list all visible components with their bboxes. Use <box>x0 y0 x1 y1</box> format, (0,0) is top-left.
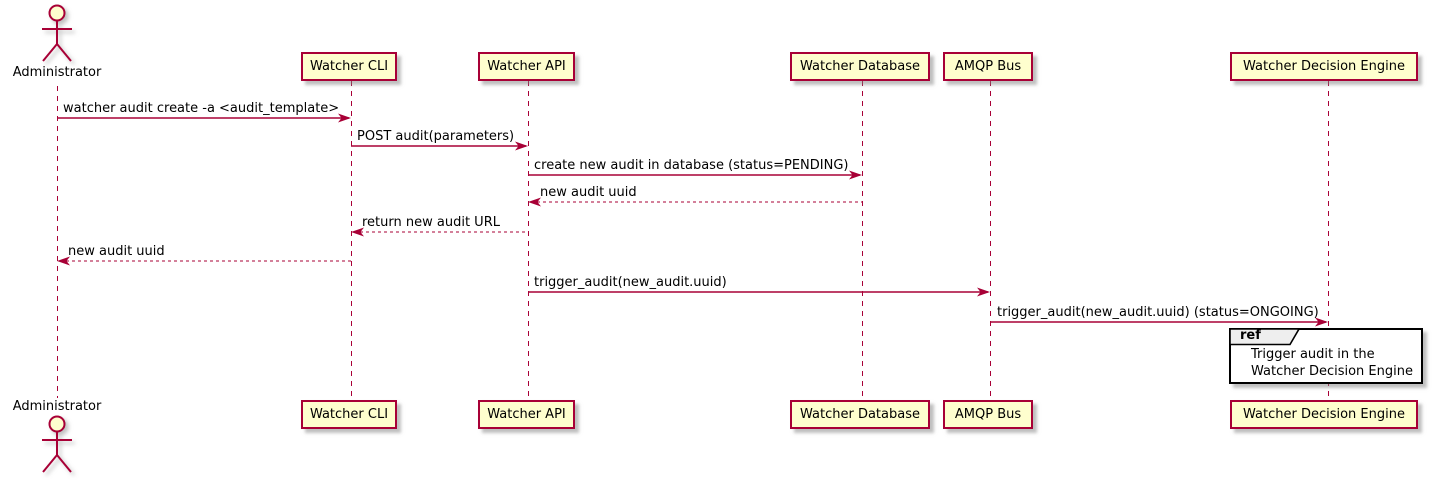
ref-tab: ref <box>1229 328 1301 346</box>
actor-icon-administrator-bottom <box>42 415 72 473</box>
ref-keyword: ref <box>1240 328 1261 343</box>
actor-icon-administrator-top <box>42 4 72 62</box>
actor-label-administrator-top: Administrator <box>12 65 102 80</box>
message-label-8: trigger_audit(new_audit.uuid) (status=ON… <box>997 305 1319 320</box>
participant-watcher-cli-top: Watcher CLI <box>301 52 397 81</box>
participant-watcher-decision-engine-bottom: Watcher Decision Engine <box>1230 400 1418 429</box>
participant-watcher-database-top: Watcher Database <box>790 52 930 81</box>
message-label-5: return new audit URL <box>362 215 500 230</box>
participant-watcher-api-top: Watcher API <box>478 52 575 81</box>
lifelines <box>57 81 1329 400</box>
message-label-6: new audit uuid <box>68 244 165 259</box>
arrowhead-msg-5 <box>351 227 364 237</box>
participant-watcher-database-bottom: Watcher Database <box>790 400 930 429</box>
message-label-3: create new audit in database (status=PEN… <box>534 158 849 173</box>
arrowhead-msg-1 <box>338 113 351 123</box>
participant-watcher-decision-engine-top: Watcher Decision Engine <box>1230 52 1418 81</box>
ref-frame: ref Trigger audit in the Watcher Decisio… <box>1229 328 1423 384</box>
arrowhead-msg-2 <box>515 141 528 151</box>
message-label-7: trigger_audit(new_audit.uuid) <box>534 275 727 290</box>
arrowhead-msg-4 <box>528 197 541 207</box>
message-label-2: POST audit(parameters) <box>357 129 515 144</box>
arrowhead-msg-7 <box>977 287 990 297</box>
actor-label-administrator-bottom: Administrator <box>12 399 102 414</box>
ref-text-line-2: Watcher Decision Engine <box>1251 364 1413 379</box>
participant-watcher-cli-bottom: Watcher CLI <box>301 400 397 429</box>
message-label-4: new audit uuid <box>540 185 637 200</box>
arrowhead-msg-8 <box>1315 317 1328 327</box>
message-label-1: watcher audit create -a <audit_template> <box>63 101 340 116</box>
participant-amqp-bus-bottom: AMQP Bus <box>943 400 1033 429</box>
arrowhead-msg-6 <box>57 256 70 266</box>
ref-body: Trigger audit in the Watcher Decision En… <box>1251 346 1413 380</box>
ref-tab-shape <box>1229 328 1301 346</box>
ref-text-line-1: Trigger audit in the <box>1251 347 1375 362</box>
participant-watcher-api-bottom: Watcher API <box>478 400 575 429</box>
message-arrows <box>57 113 1328 327</box>
arrowhead-msg-3 <box>849 170 862 180</box>
participant-amqp-bus-top: AMQP Bus <box>943 52 1033 81</box>
